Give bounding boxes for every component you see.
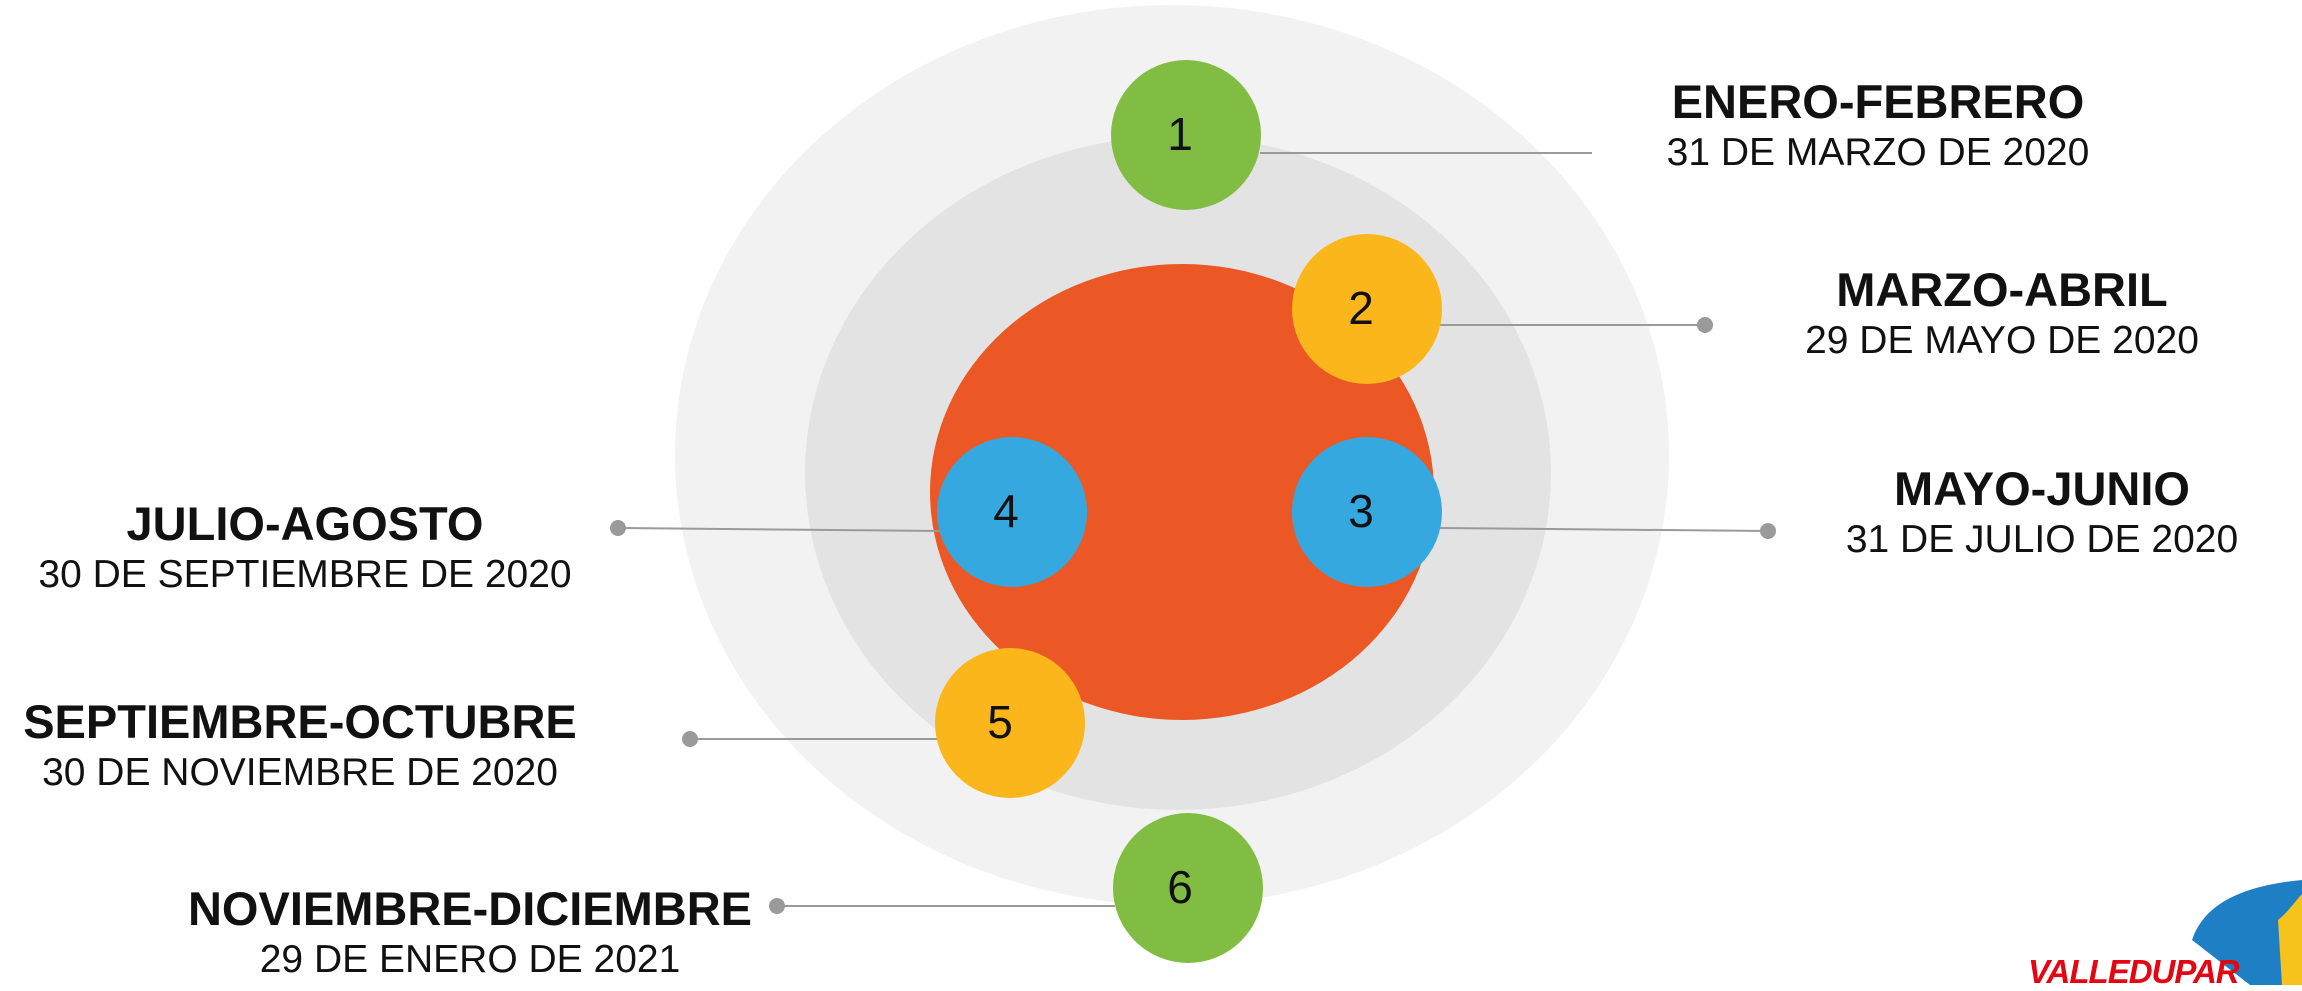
step-circle-1: 1 <box>1111 60 1261 210</box>
step-circle-3: 3 <box>1292 437 1442 587</box>
valledupar-logo: VALLEDUPAR <box>2020 880 2302 990</box>
step-number-6: 6 <box>1167 861 1193 913</box>
date-5: 30 DE NOVIEMBRE DE 2020 <box>42 751 558 795</box>
label-step-1: ENERO-FEBRERO 31 DE MARZO DE 2020 <box>1598 74 2158 177</box>
period-6: NOVIEMBRE-DICIEMBRE <box>187 882 753 935</box>
valledupar-logo-icon <box>2192 880 2302 985</box>
step-circle-6: 6 <box>1113 813 1263 963</box>
step-number-5: 5 <box>987 696 1013 748</box>
connector-4-dot <box>610 520 626 536</box>
step-number-2: 2 <box>1348 282 1374 334</box>
connector-2-dot <box>1697 317 1713 333</box>
date-4: 30 DE SEPTIEMBRE DE 2020 <box>38 553 572 597</box>
connector-3-dot <box>1760 523 1776 539</box>
connector-3 <box>1439 527 1769 532</box>
date-3: 31 DE JULIO DE 2020 <box>1845 518 2239 562</box>
date-6: 29 DE ENERO DE 2021 <box>259 938 681 982</box>
period-1: ENERO-FEBRERO <box>1671 75 2085 128</box>
label-step-5: SEPTIEMBRE-OCTUBRE 30 DE NOVIEMBRE DE 20… <box>0 694 600 797</box>
label-step-6: NOVIEMBRE-DICIEMBRE 29 DE ENERO DE 2021 <box>170 881 770 984</box>
step-circle-4: 4 <box>937 437 1087 587</box>
period-2: MARZO-ABRIL <box>1836 263 2168 316</box>
label-step-2: MARZO-ABRIL 29 DE MAYO DE 2020 <box>1722 262 2282 365</box>
connector-5-dot <box>682 731 698 747</box>
date-1: 31 DE MARZO DE 2020 <box>1666 131 2090 175</box>
period-5: SEPTIEMBRE-OCTUBRE <box>23 695 577 748</box>
label-step-3: MAYO-JUNIO 31 DE JULIO DE 2020 <box>1782 461 2302 564</box>
step-circle-2: 2 <box>1292 234 1442 384</box>
step-number-4: 4 <box>993 485 1019 537</box>
core-circle <box>930 264 1434 720</box>
logo-text: VALLEDUPAR <box>2028 953 2240 990</box>
connector-6-dot <box>769 898 785 914</box>
step-number-3: 3 <box>1348 485 1374 537</box>
step-circle-5: 5 <box>935 648 1085 798</box>
date-2: 29 DE MAYO DE 2020 <box>1805 319 2199 363</box>
connectors <box>610 152 1776 914</box>
period-4: JULIO-AGOSTO <box>126 497 484 550</box>
step-number-1: 1 <box>1167 108 1193 160</box>
connector-4 <box>617 527 941 532</box>
label-step-4: JULIO-AGOSTO 30 DE SEPTIEMBRE DE 2020 <box>0 496 610 599</box>
period-3: MAYO-JUNIO <box>1894 462 2190 515</box>
